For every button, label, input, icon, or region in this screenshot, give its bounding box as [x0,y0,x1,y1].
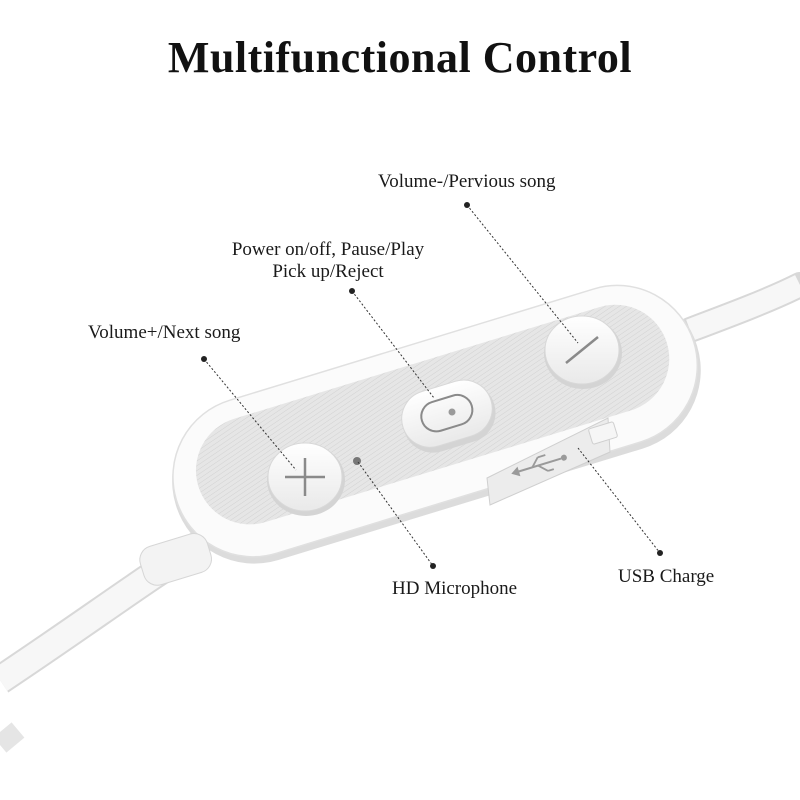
dot-power [349,288,355,294]
indicator-light [448,408,456,416]
leader-power [351,290,435,399]
leader-lines [203,204,661,567]
minus-icon [565,336,599,364]
leader-volume-down [466,204,579,344]
microphone-hole [353,457,361,465]
label-volume-down: Volume-/Pervious song [378,171,556,192]
dot-usb [657,550,663,556]
label-volume-up: Volume+/Next song [88,322,241,343]
label-power-line1: Power on/off, Pause/Play [231,239,425,260]
leader-microphone [357,461,434,567]
dot-volume-down [464,202,470,208]
strain-relief [139,533,212,586]
usb-icon [511,454,567,477]
plus-icon [285,458,325,496]
label-usb: USB Charge [618,566,715,587]
label-power-line2: Pick up/Reject [272,261,384,282]
charge-indicator [588,421,618,445]
leader-volume-up [203,358,297,471]
label-microphone: HD Microphone [392,578,518,599]
dot-volume-up [201,356,207,362]
page-title: Multifunctional Control [167,33,633,82]
volume-up-button[interactable] [267,442,345,516]
cable-right [677,272,800,343]
power-play-button[interactable] [395,372,503,460]
volume-down-button[interactable] [544,315,622,389]
power-play-icon [420,393,474,433]
dot-microphone [430,563,436,569]
usb-port[interactable] [486,417,618,506]
